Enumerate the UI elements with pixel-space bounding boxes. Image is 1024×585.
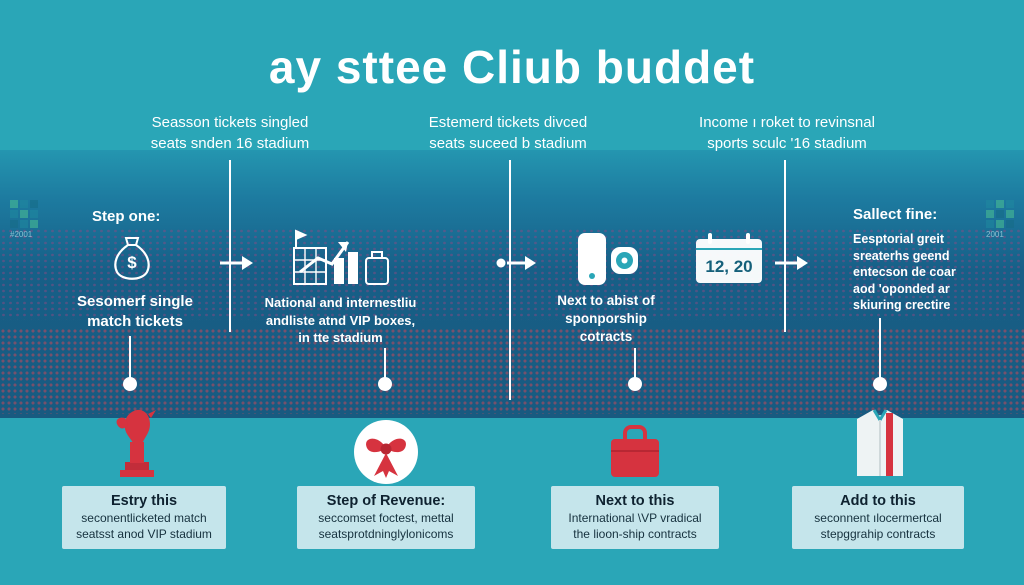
stadium-lower-tier-seats: [0, 328, 1024, 414]
stem-line-1: [129, 336, 131, 378]
footer-box-4-title: Add to this: [840, 493, 916, 509]
column-header-1: Seasson tickets singled seats snden 16 s…: [150, 114, 310, 152]
connector-line-right: [784, 160, 786, 332]
footer-box-3-title: Next to this: [595, 493, 675, 509]
connector-dot-4: [873, 377, 887, 391]
page-title: ay sttee Cliub buddet: [268, 41, 756, 93]
stadium-chart-icon: [293, 229, 389, 285]
calendar-date-text: 12, 20: [705, 257, 752, 276]
gift-ribbon-icon: [354, 420, 418, 484]
footer-box-1-body: seconentlicketed match seatsst anod VIP …: [76, 511, 212, 541]
stadium-background: [0, 150, 1024, 418]
money-bag-icon: $: [114, 237, 150, 280]
connector-line-left: [229, 160, 231, 332]
footer-box-2: Step of Revenue: seccomset foctest, mett…: [297, 486, 475, 550]
flow-arrow-2-icon: [496, 256, 536, 270]
connector-line-middle: [509, 160, 511, 400]
connector-dot-1: [123, 377, 137, 391]
pixel-grid-icon: [10, 200, 38, 228]
stadium-upper-tier-seats: [0, 228, 1024, 320]
calendar-icon: 12, 20: [696, 233, 762, 283]
phone-sponsor-icon: [578, 233, 638, 285]
footer-box-4: Add to this seconnent ılocermertcal step…: [792, 486, 964, 550]
caption-sponsorship: Next to abist of sponporship cotracts: [557, 293, 655, 345]
pixel-decoration-right: 2001: [986, 200, 1014, 239]
step-one-label: Step one:: [92, 208, 161, 225]
statue-icon: [116, 409, 156, 477]
footer-box-1-title: Estry this: [110, 493, 178, 509]
footer-box-2-body: seccomset foctest, mettal seatsprotdning…: [318, 511, 454, 541]
pixel-decoration-left: #2001: [10, 200, 38, 239]
connector-dot-3: [628, 377, 642, 391]
footer-box-1: Estry this seconentlicketed match seatss…: [62, 486, 226, 550]
column-header-3: Income ı roket to revinsnal sports sculc…: [699, 114, 875, 152]
footer-box-2-title: Step of Revenue:: [326, 493, 446, 509]
caption-vip-boxes: National and internestliu andliste atnd …: [264, 295, 417, 346]
decor-text-left: #2001: [10, 230, 33, 239]
pixel-grid-icon: [986, 200, 1014, 228]
footer-box-3: Next to this International \VP vradical …: [551, 486, 719, 550]
footer-box-4-body: seconnent ılocermertcal stepggrahip cont…: [814, 511, 942, 541]
red-bag-icon: [611, 425, 659, 477]
flow-arrow-3-icon: [775, 256, 808, 270]
stem-line-2: [384, 348, 386, 378]
caption-match-tickets: Sesomerf single match tickets: [77, 293, 193, 331]
flow-arrow-1-icon: [220, 256, 253, 270]
svg-text:$: $: [127, 253, 137, 272]
column-header-2: Estemerd tickets divced seats suceed b s…: [428, 114, 588, 152]
jersey-icon: [857, 409, 903, 476]
select-fine-label: Sallect fine:: [853, 206, 938, 223]
stem-line-4: [879, 318, 881, 378]
caption-select-fine: Eesptorial greit sreaterhs geend entecso…: [853, 232, 956, 312]
footer-box-3-body: International \VP vradical the lioon-shi…: [568, 511, 702, 541]
stem-line-3: [634, 348, 636, 378]
decor-text-right: 2001: [986, 230, 1004, 239]
connector-dot-2: [378, 377, 392, 391]
